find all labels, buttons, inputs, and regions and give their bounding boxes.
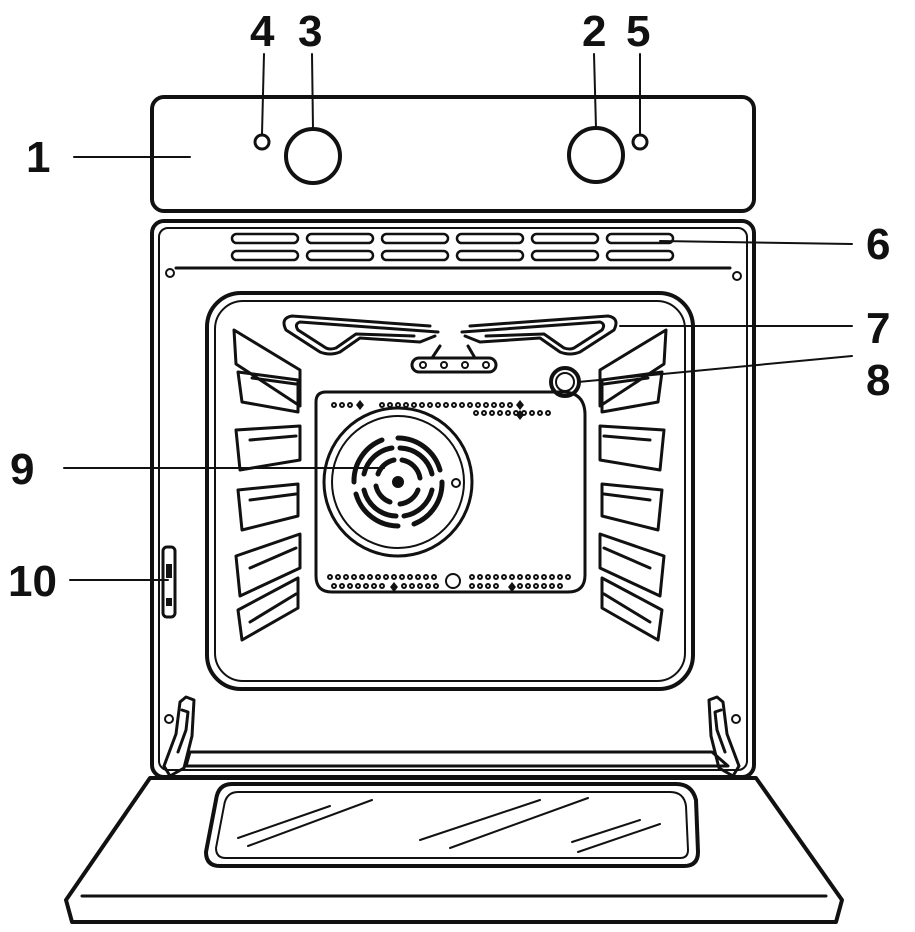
callout-7: 7 bbox=[866, 304, 890, 353]
oven-door bbox=[64, 750, 844, 924]
callout-8: 8 bbox=[866, 356, 890, 405]
grill-element bbox=[282, 314, 618, 374]
callout-numbers: 1 2 3 4 5 6 7 8 9 10 bbox=[8, 7, 890, 606]
callout-6: 6 bbox=[866, 220, 890, 269]
callout-3: 3 bbox=[298, 7, 322, 56]
leader-lines bbox=[63, 53, 853, 581]
callout-5: 5 bbox=[626, 7, 650, 56]
callout-2: 2 bbox=[582, 7, 606, 56]
leader-line-6 bbox=[659, 240, 853, 245]
door-hinges bbox=[162, 695, 741, 778]
convection-fan bbox=[322, 406, 474, 558]
leader-line-3 bbox=[311, 53, 314, 130]
indicator-lamp-right bbox=[631, 133, 649, 151]
oven-body bbox=[150, 219, 756, 779]
callout-10: 10 bbox=[8, 557, 57, 606]
leader-line-8 bbox=[577, 355, 853, 383]
shelf-runners-left bbox=[232, 328, 302, 642]
back-panel bbox=[314, 390, 587, 594]
leader-line-4 bbox=[261, 53, 265, 135]
control-knob-right bbox=[567, 126, 625, 184]
control-panel bbox=[150, 95, 756, 213]
control-knob-left bbox=[284, 127, 342, 185]
shelf-runners-right bbox=[598, 328, 668, 642]
air-vents bbox=[230, 232, 675, 262]
callout-9: 9 bbox=[10, 445, 34, 494]
callout-4: 4 bbox=[250, 7, 275, 56]
callout-1: 1 bbox=[26, 133, 50, 182]
oven-cavity bbox=[205, 291, 695, 691]
door-switch bbox=[161, 545, 177, 619]
leader-line-2 bbox=[593, 53, 597, 129]
indicator-lamp-left bbox=[253, 133, 271, 151]
